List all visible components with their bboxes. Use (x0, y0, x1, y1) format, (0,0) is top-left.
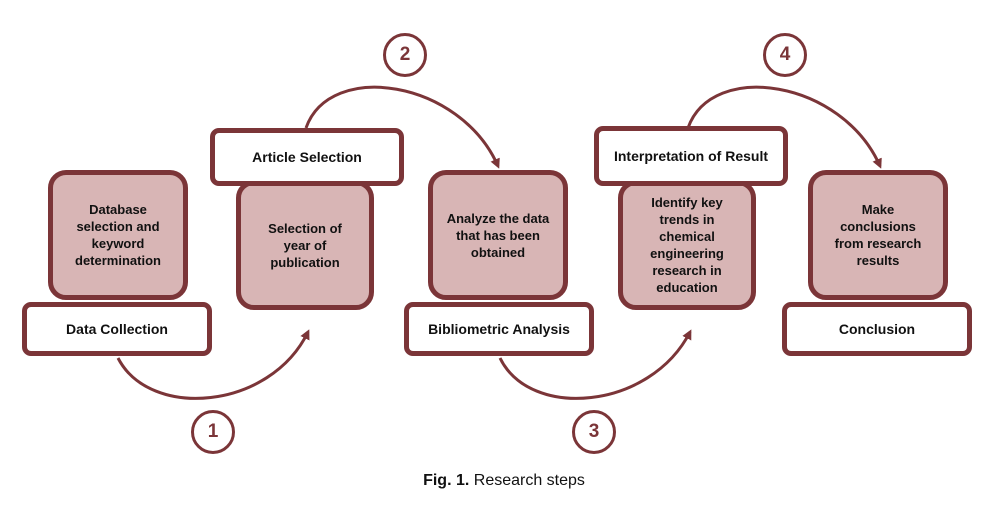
step-3-detail-card: Analyze the data that has been obtained (428, 170, 568, 300)
step-5-label: Conclusion (782, 302, 972, 356)
step-3-number-badge: 3 (572, 410, 616, 454)
figure-caption-prefix: Fig. 1. (423, 472, 470, 489)
figure-caption: Fig. 1. Research steps (0, 472, 1008, 490)
arrow-step4-to-step5 (686, 85, 882, 169)
step-4-number-badge: 4 (763, 33, 807, 77)
step-1-detail-card: Database selection and keyword determina… (48, 170, 188, 300)
arrow-step2-to-step3 (304, 85, 500, 169)
step-2-label: Article Selection (210, 128, 404, 186)
step-2-number-badge: 2 (383, 33, 427, 77)
step-2-detail-card: Selection of year of publication (236, 180, 374, 310)
arrow-step1-to-step2 (116, 329, 310, 400)
figure-caption-text: Research steps (469, 472, 585, 489)
step-4-label: Interpretation of Result (594, 126, 788, 186)
step-3-label: Bibliometric Analysis (404, 302, 594, 356)
step-4-detail-card: Identify key trends in chemical engineer… (618, 180, 756, 310)
step-1-number-badge: 1 (191, 410, 235, 454)
step-1-label: Data Collection (22, 302, 212, 356)
arrow-step3-to-step4 (498, 329, 692, 400)
step-5-detail-card: Make conclusions from research results (808, 170, 948, 300)
